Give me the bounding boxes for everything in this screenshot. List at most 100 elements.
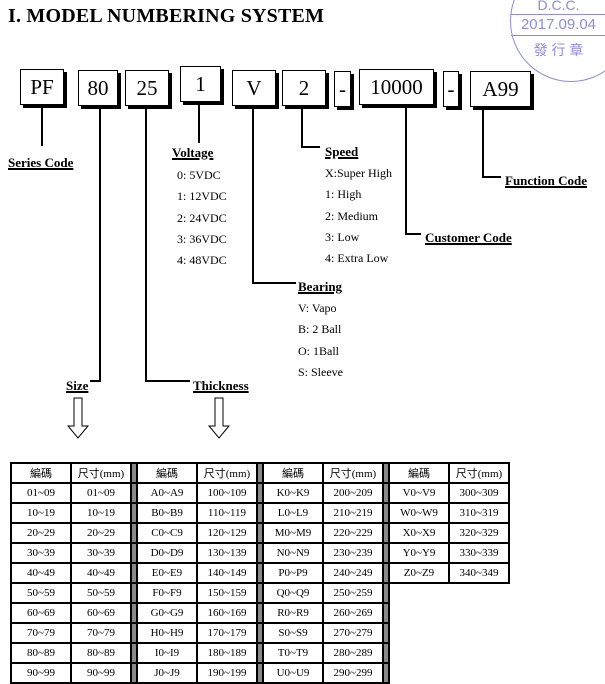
column-separator [256,642,264,664]
header-size: 尺寸(mm) [196,462,258,484]
header-code: 編碼 [388,462,450,484]
table-header-row: 編碼尺寸(mm)編碼尺寸(mm)編碼尺寸(mm)編碼尺寸(mm) [10,462,510,484]
stamp-issue-text: 發 行 章 [533,42,584,58]
size-cell: 120~129 [196,522,258,544]
size-cell: 130~139 [196,542,258,564]
code-cell: D0~D9 [136,542,198,564]
code-cell: G0~G9 [136,602,198,624]
code-cell: Y0~Y9 [388,542,450,564]
column-separator [256,462,264,484]
label-thickness: Thickness [193,378,249,393]
size-cell: 180~189 [196,642,258,664]
size-cell: 70~79 [70,622,132,644]
voltage-option: 0: 5VDC [177,168,221,182]
code-box-thickness: 25 [125,70,169,106]
empty-cell [389,643,449,663]
size-cell: 240~249 [322,562,384,584]
size-cell: 110~119 [196,502,258,524]
stamp-label: D.C.C. [511,0,605,15]
size-cell: 50~59 [70,582,132,604]
code-box-series: PF [20,69,64,105]
label-bearing: Bearing [298,279,343,294]
column-separator [130,482,138,504]
column-separator [130,622,138,644]
label-function-code: Function Code [505,173,587,188]
code-cell: E0~E9 [136,562,198,584]
size-cell: 280~289 [322,642,384,664]
code-box-speed: 2 [282,70,326,106]
size-cell: 230~239 [322,542,384,564]
column-separator [382,482,390,504]
code-cell: Q0~Q9 [262,582,324,604]
size-cell: 300~309 [448,482,510,504]
column-separator [256,562,264,584]
bearing-option: S: Sleeve [298,364,343,379]
label-voltage: Voltage [172,145,214,160]
size-cell: 250~259 [322,582,384,604]
column-separator [382,622,390,644]
column-separator [130,602,138,624]
code-cell: V0~V9 [388,482,450,504]
label-speed: Speed [325,144,359,159]
size-cell: 290~299 [322,662,384,684]
code-cell: P0~P9 [262,562,324,584]
bearing-option: V: Vapo [298,301,337,315]
column-separator [256,602,264,624]
code-cell: 10~19 [10,502,72,524]
code-cell: 50~59 [10,582,72,604]
code-cell: 60~69 [10,602,72,624]
code-box-function: A99 [470,71,531,107]
size-cell: 30~39 [70,542,132,564]
code-cell: F0~F9 [136,582,198,604]
code-cell: Z0~Z9 [388,562,450,584]
code-box-voltage: 1 [180,66,221,102]
size-cell: 100~109 [196,482,258,504]
column-separator [130,502,138,524]
code-cell: 30~39 [10,542,72,564]
down-arrow-icon [66,397,90,439]
code-cell: L0~L9 [262,502,324,524]
speed-option: X:Super High [325,166,392,180]
code-cell: 90~99 [10,662,72,684]
empty-cell [389,583,449,603]
column-separator [130,542,138,564]
voltage-option: 3: 36VDC [177,231,227,246]
size-cell: 320~329 [448,522,510,544]
size-cell: 340~349 [448,562,510,584]
bearing-option: O: 1Ball [298,343,339,358]
voltage-option: 1: 12VDC [177,189,227,204]
label-size: Size [66,378,89,393]
label-series-code: Series Code [8,155,74,170]
code-cell: 01~09 [10,482,72,504]
column-separator [382,462,390,484]
code-cell: W0~W9 [388,502,450,524]
header-size: 尺寸(mm) [448,462,510,484]
empty-cell [449,583,509,603]
label-customer-code: Customer Code [425,230,512,245]
code-cell: K0~K9 [262,482,324,504]
code-cell: 80~89 [10,642,72,664]
speed-option: 2: Medium [325,208,378,223]
header-size: 尺寸(mm) [322,462,384,484]
down-arrow-icon [207,397,231,439]
column-separator [130,522,138,544]
code-box-dash: - [443,71,459,107]
column-separator [382,562,390,584]
code-cell: I0~I9 [136,642,198,664]
code-cell: R0~R9 [262,602,324,624]
code-cell: T0~T9 [262,642,324,664]
size-cell: 330~339 [448,542,510,564]
size-cell: 270~279 [322,622,384,644]
code-box-size: 80 [78,70,118,106]
code-cell: H0~H9 [136,622,198,644]
column-separator [382,642,390,664]
size-cell: 140~149 [196,562,258,584]
size-cell: 01~09 [70,482,132,504]
speed-option: 3: Low [325,229,360,244]
column-separator [256,622,264,644]
code-cell: A0~A9 [136,482,198,504]
size-cell: 210~219 [322,502,384,524]
